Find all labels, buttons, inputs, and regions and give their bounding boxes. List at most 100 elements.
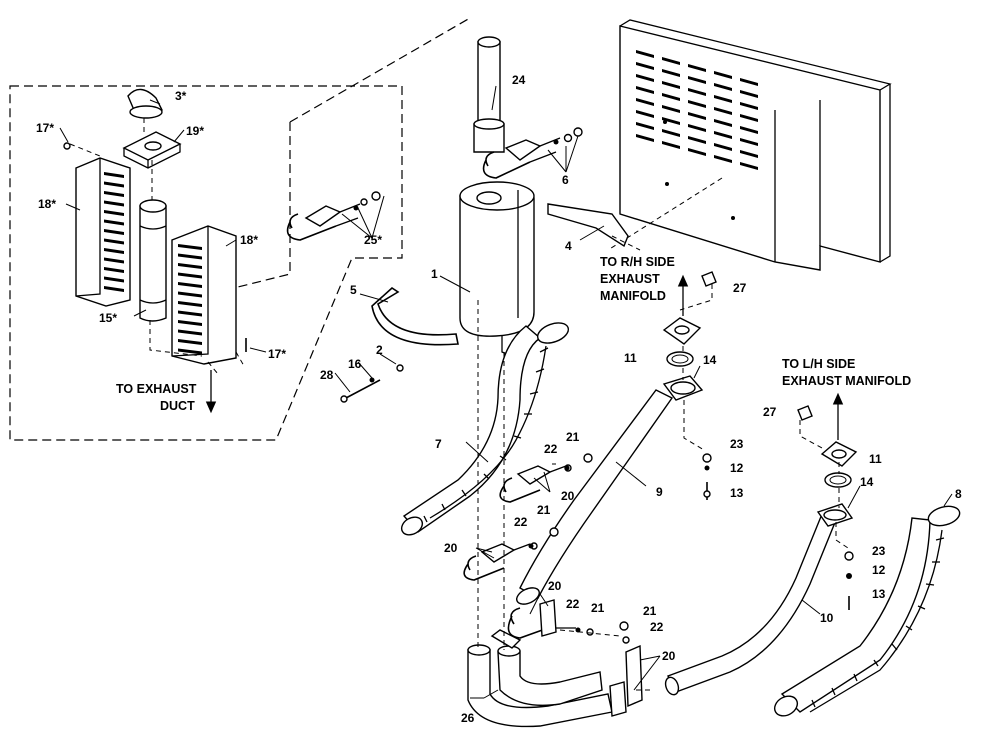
label-part-27-right: 27	[733, 281, 747, 295]
shield-slot	[104, 238, 124, 245]
shield-slot	[178, 253, 202, 260]
vent-slot	[636, 98, 654, 106]
heat-shield-left	[75, 157, 131, 307]
label-part-20-lower: 20	[548, 579, 562, 593]
label-part-13-right: 13	[730, 486, 744, 500]
shielded-pipe-left	[773, 505, 961, 717]
vent-slot	[740, 138, 758, 146]
heat-shield-right	[171, 225, 237, 365]
detail-inset-boundary	[9, 85, 403, 441]
vent-slot	[688, 64, 706, 72]
label-part-17-top: 17*	[36, 121, 54, 135]
u-bolt-clamp-yoke	[619, 621, 643, 708]
callout-lh-line1: TO L/H SIDE	[782, 357, 855, 371]
muffler-strap-fasteners	[340, 364, 404, 403]
label-part-9: 9	[656, 485, 663, 499]
manifold-port-right	[662, 317, 702, 345]
vent-slot	[636, 50, 654, 58]
vent-slot	[740, 78, 758, 86]
shield-slot	[178, 301, 202, 307]
vent-slot	[740, 150, 758, 158]
vent-slot	[714, 119, 732, 127]
label-part-5: 5	[350, 283, 357, 297]
pipe-rib	[925, 583, 935, 586]
vent-slot	[714, 131, 732, 139]
vent-slot	[636, 110, 654, 118]
label-part-27-left: 27	[763, 405, 777, 419]
label-part-8: 8	[955, 487, 962, 501]
label-part-11-left: 11	[869, 452, 882, 466]
label-part-21-middle: 21	[537, 503, 551, 517]
vent-slot	[636, 122, 654, 130]
bolt-inset-top	[63, 142, 71, 150]
manifold-port-left	[820, 441, 858, 467]
label-part-20-upper: 20	[561, 489, 575, 503]
shield-slot	[104, 267, 124, 273]
shielded-pipe-right	[400, 322, 570, 536]
label-part-19: 19*	[186, 124, 204, 138]
vent-slot	[662, 93, 680, 101]
label-part-25: 25*	[364, 233, 382, 247]
gasket-left-hole	[829, 475, 847, 485]
label-part-13-left: 13	[872, 587, 886, 601]
shield-slot	[178, 348, 202, 355]
label-part-10: 10	[820, 611, 834, 625]
vent-slot	[688, 76, 706, 84]
label-part-17-bottom: 17*	[268, 347, 286, 361]
label-part-16: 16	[348, 357, 362, 371]
vent-slot	[740, 114, 758, 122]
vent-slot	[740, 102, 758, 110]
shield-slot	[104, 181, 124, 188]
shield-slot	[178, 329, 202, 336]
exhaust-pipe-right	[516, 389, 674, 605]
shield-slot	[104, 172, 124, 178]
label-part-20-middle: 20	[444, 541, 458, 555]
shield-slot	[104, 191, 124, 197]
pipe-rib	[461, 489, 467, 497]
shield-slot	[178, 272, 202, 279]
label-part-28: 28	[320, 368, 334, 382]
vent-slot	[714, 143, 732, 151]
label-part-4: 4	[565, 239, 572, 253]
label-part-21-upper: 21	[566, 430, 580, 444]
label-part-6: 6	[562, 173, 569, 187]
shield-slot	[178, 310, 202, 317]
assembly-center-lines	[477, 235, 849, 691]
u-bolt-clamp-lower	[507, 599, 594, 639]
mounting-plate	[122, 131, 182, 169]
inset-assembly-lines	[69, 118, 245, 375]
pipe-rib	[873, 659, 879, 667]
fastener-stack-left	[797, 405, 854, 610]
exhaust-pipe-left	[664, 513, 837, 696]
pipe-rib	[831, 687, 836, 696]
pipe-rib	[483, 473, 490, 480]
gasket-left	[824, 472, 852, 488]
label-part-23-right: 23	[730, 437, 744, 451]
label-part-22-lower: 22	[566, 597, 580, 611]
label-part-22-yoke: 22	[650, 620, 664, 634]
label-part-3: 3*	[175, 89, 187, 103]
fastener-stack-right	[701, 271, 717, 500]
label-part-12-right: 12	[730, 461, 744, 475]
label-part-7: 7	[435, 437, 442, 451]
shield-slot	[178, 291, 202, 298]
vent-slot	[740, 90, 758, 98]
vent-slot	[662, 81, 680, 89]
shield-slot	[104, 219, 124, 226]
label-part-22-middle: 22	[514, 515, 528, 529]
enclosure-panel	[619, 19, 892, 271]
shield-slot	[104, 276, 124, 283]
label-part-11-right: 11	[624, 351, 637, 365]
label-part-22-upper: 22	[544, 442, 558, 456]
label-part-15: 15*	[99, 311, 117, 325]
label-part-14-left: 14	[860, 475, 874, 489]
pipe-rib	[539, 347, 549, 353]
vent-slot	[662, 141, 680, 149]
pipe-rib	[529, 391, 539, 395]
callout-lh-line2: EXHAUST MANIFOLD	[782, 374, 911, 388]
label-part-23-left: 23	[872, 544, 886, 558]
exhaust-flange-right	[662, 375, 704, 401]
label-part-24: 24	[512, 73, 526, 87]
label-part-20-yoke: 20	[662, 649, 676, 663]
